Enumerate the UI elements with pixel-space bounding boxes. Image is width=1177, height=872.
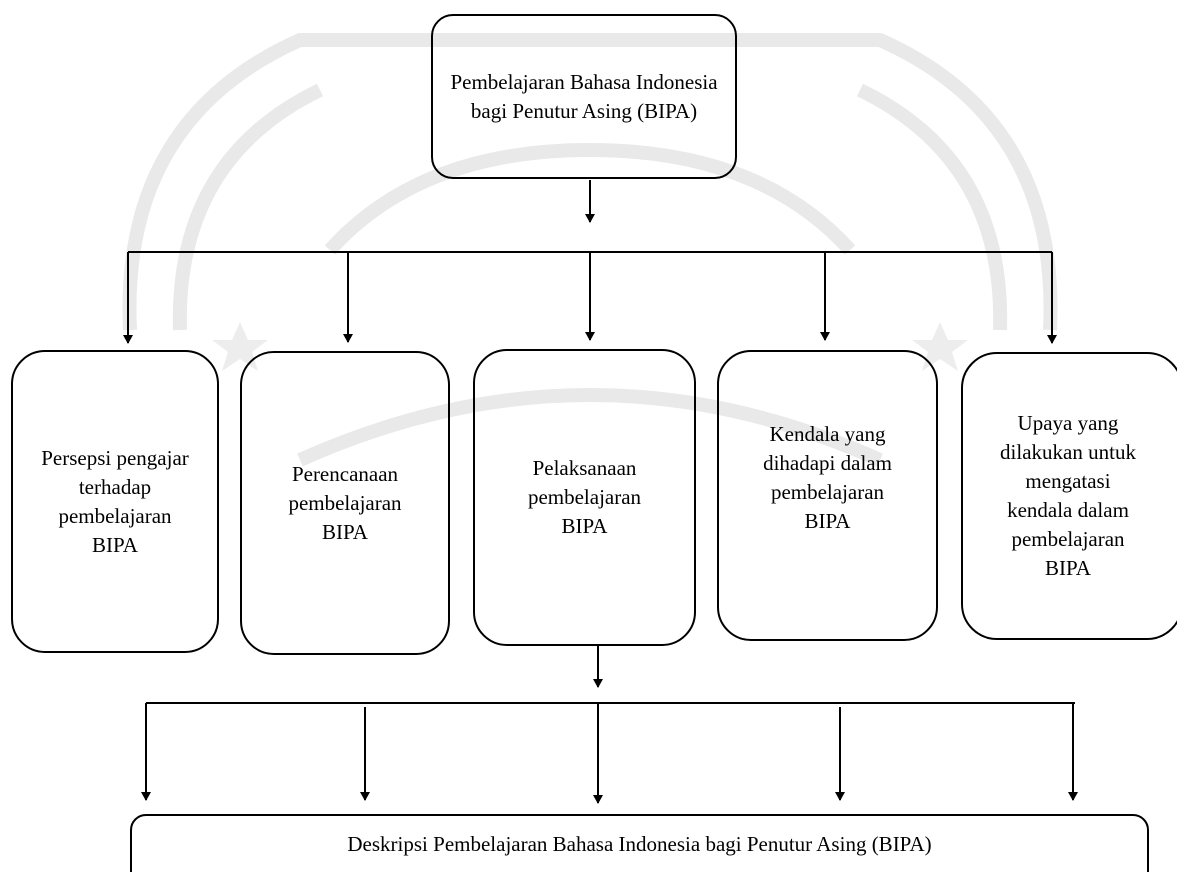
category-node-pelaksanaan: Pelaksanaan pembelajaran BIPA <box>473 349 696 646</box>
root-node: Pembelajaran Bahasa Indonesia bagi Penut… <box>431 14 737 179</box>
category-node-kendala: Kendala yang dihadapi dalam pembelajaran… <box>717 350 938 641</box>
category-node-label: Upaya yang dilakukan untuk mengatasi ken… <box>1000 411 1136 580</box>
result-node-label: Deskripsi Pembelajaran Bahasa Indonesia … <box>347 832 932 856</box>
category-node-persepsi: Persepsi pengajar terhadap pembelajaran … <box>11 350 219 653</box>
category-node-label: Persepsi pengajar terhadap pembelajaran … <box>41 445 189 557</box>
category-node-upaya: Upaya yang dilakukan untuk mengatasi ken… <box>961 352 1177 640</box>
category-node-label: Pelaksanaan pembelajaran BIPA <box>527 456 642 538</box>
category-node-label: Kendala yang dihadapi dalam pembelajaran… <box>763 421 892 533</box>
result-node: Deskripsi Pembelajaran Bahasa Indonesia … <box>130 814 1149 872</box>
category-node-perencanaan: Perencanaan pembelajaran BIPA <box>240 351 450 655</box>
category-node-label: Perencanaan pembelajaran BIPA <box>288 461 402 544</box>
root-node-label: Pembelajaran Bahasa Indonesia bagi Penut… <box>450 69 718 123</box>
